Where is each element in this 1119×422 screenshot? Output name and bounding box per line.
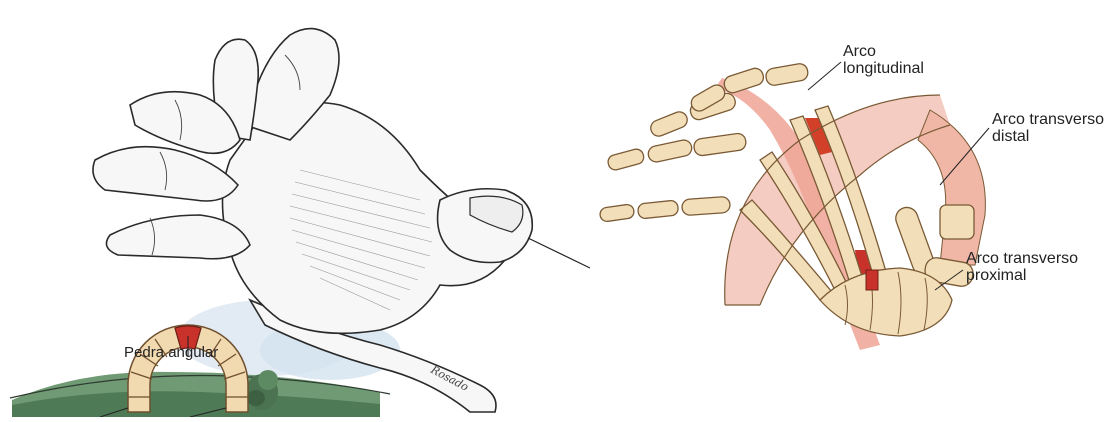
label-keystone: Pedra angular [124, 344, 218, 361]
label-distal-transverse-arch: Arco transverso distal [992, 111, 1104, 145]
skeletal-hand [599, 62, 985, 350]
thumb-pointer-line [528, 238, 590, 268]
carpal-keystone [866, 270, 878, 290]
finger-little [93, 147, 238, 201]
label-proximal-transverse-arch: Arco transverso proximal [966, 250, 1078, 284]
label-longitudinal-arch: Arco longitudinal [843, 43, 924, 77]
